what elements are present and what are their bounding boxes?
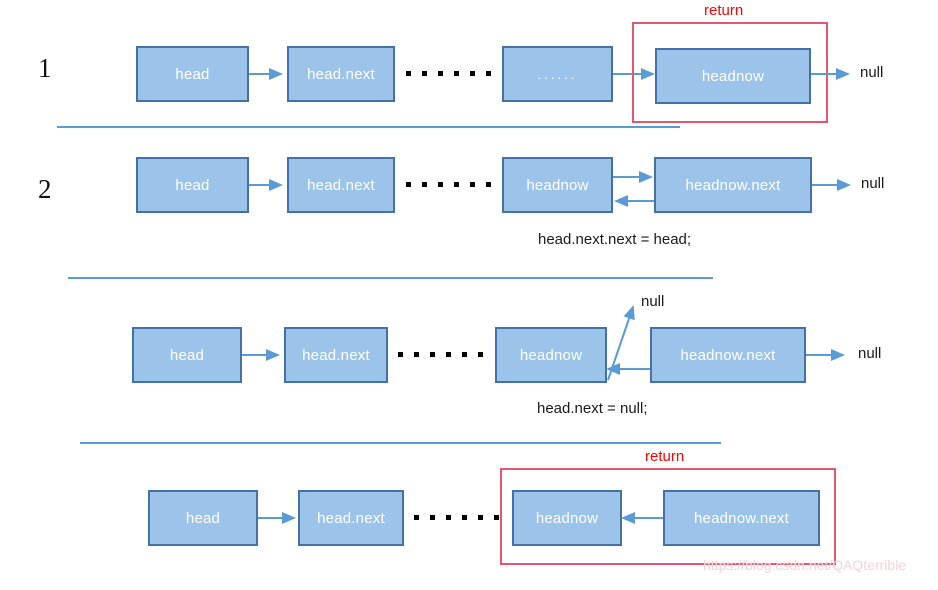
ellipsis-dots-row2 <box>406 182 491 187</box>
node-head-row3: head <box>132 327 242 383</box>
section-divider-3 <box>80 442 721 444</box>
null-branch-label-row3: null <box>641 293 665 310</box>
node-headnownext-row2: headnow.next <box>654 157 812 213</box>
null-label-row3: null <box>858 345 882 362</box>
node-headnext-row2: head.next <box>287 157 395 213</box>
arrow-head-to-headnext-row4 <box>258 512 296 524</box>
node-headnownext-row3: headnow.next <box>650 327 806 383</box>
node-headnext-row1: head.next <box>287 46 395 102</box>
node-headnow-row2: headnow <box>502 157 613 213</box>
arrow-headnownext-to-null-row3 <box>806 349 845 361</box>
arrow-head-to-headnext-row3 <box>242 349 280 361</box>
node-head-row2: head <box>136 157 249 213</box>
arrow-head-to-headnext-row1 <box>249 68 283 80</box>
step-number-2: 2 <box>38 174 52 204</box>
null-label-row1: null <box>860 64 884 81</box>
node-headnow-row1: headnow <box>655 48 811 104</box>
watermark-text: https://blog.csdn.net/QAQterrible <box>703 557 907 573</box>
arrow-head-to-headnext-row2 <box>249 179 283 191</box>
arrow-headnownext-to-null-row2 <box>812 179 851 191</box>
arrow-headnownext-to-headnow-row2 <box>614 195 654 207</box>
return-label-row4: return <box>645 448 685 465</box>
null-label-row2: null <box>861 175 885 192</box>
return-region-row4 <box>500 468 836 565</box>
return-region-row1 <box>632 22 828 123</box>
node-headnext-row3: head.next <box>284 327 388 383</box>
section-divider-2 <box>68 277 713 279</box>
node-headnow-row3: headnow <box>495 327 607 383</box>
node-headnownext-row4: headnow.next <box>663 490 820 546</box>
node-head-row4: head <box>148 490 258 546</box>
section-divider-1 <box>57 126 680 128</box>
arrow-headnow-to-null-branch-row3 <box>607 305 635 381</box>
caption-row2: head.next.next = head; <box>538 231 692 248</box>
ellipsis-dots-row4 <box>414 515 499 520</box>
ellipsis-dots-row3 <box>398 352 483 357</box>
node-ellipsis-row1: ...... <box>502 46 613 102</box>
arrow-headnow-to-headnownext-row2 <box>613 171 653 183</box>
node-headnow-row4: headnow <box>512 490 622 546</box>
node-head-row1: head <box>136 46 249 102</box>
caption-row3: head.next = null; <box>537 400 648 417</box>
step-number-1: 1 <box>38 53 52 83</box>
ellipsis-dots-row1 <box>406 71 491 76</box>
return-label-row1: return <box>704 2 744 19</box>
node-headnext-row4: head.next <box>298 490 404 546</box>
